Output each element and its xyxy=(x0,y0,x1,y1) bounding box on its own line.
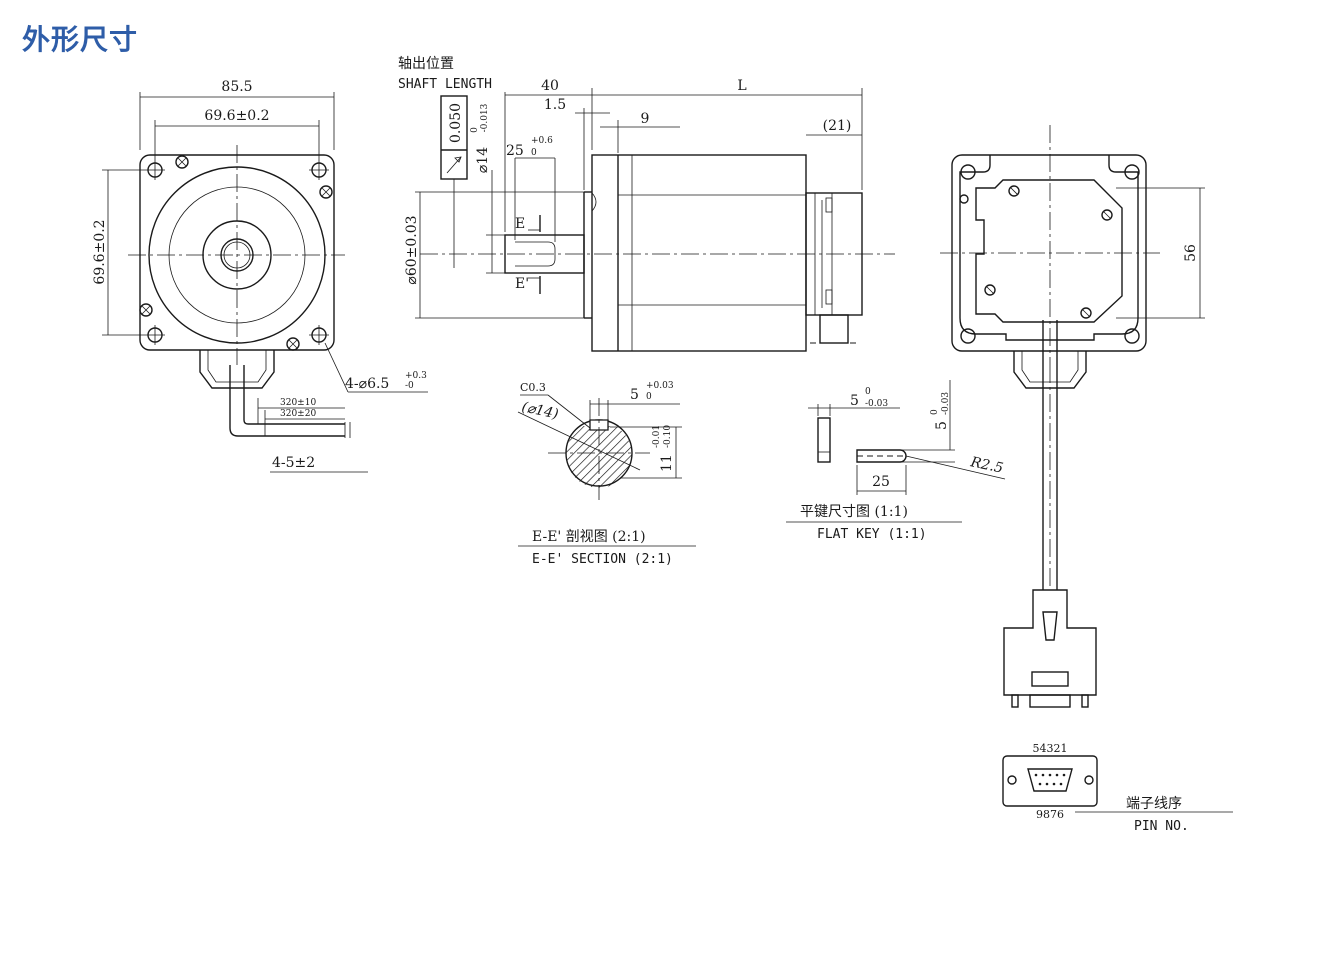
dim-strip: 4-5±2 xyxy=(272,455,315,471)
dim-width: 85.5 xyxy=(221,79,252,95)
sec-width: 5 xyxy=(630,387,639,403)
runout-value: 0.050 xyxy=(448,103,464,143)
dim-shaft-len: 40 xyxy=(541,78,559,94)
key-width-tol-lower: -0.03 xyxy=(865,399,888,409)
key-radius: R2.5 xyxy=(968,454,1004,477)
dim-shaft-dia: ⌀14 xyxy=(475,147,491,173)
key-len-tol-lower: 0 xyxy=(531,148,537,158)
dim-body-len: L xyxy=(737,78,746,94)
section-caption-cn: E-E' 剖视图 (2:1) xyxy=(532,529,646,545)
front-view: 85.5 69.6±0.2 69.6±0.2 4-⌀6.5 +0.3 -0 32… xyxy=(92,79,428,473)
connector-pins xyxy=(1034,773,1066,786)
dim-21: (21) xyxy=(823,118,852,134)
page-title: 外形尺寸 xyxy=(22,23,139,56)
flat-key-caption-en: FLAT KEY (1:1) xyxy=(817,527,927,542)
dim-9: 9 xyxy=(641,111,650,127)
key-width-tol-upper: 0 xyxy=(865,387,871,397)
dim-1-5: 1.5 xyxy=(544,97,566,113)
sec-depth-tol-lower: -0.10 xyxy=(663,425,673,448)
holes-tol-lower: -0 xyxy=(405,381,414,391)
sec-depth: 11 xyxy=(659,454,675,472)
shaft-dia-tol-upper: 0 xyxy=(470,127,480,133)
shaft-label-en: SHAFT LENGTH xyxy=(398,77,492,92)
dim-hole-spacing-v: 69.6±0.2 xyxy=(92,219,108,284)
key-height: 5 xyxy=(934,421,950,430)
dim-cable-1: 320±10 xyxy=(280,398,316,408)
rear-view: 56 xyxy=(940,125,1205,708)
connector-pinout: 54321 9876 端子线序 PIN NO. xyxy=(1002,742,1233,834)
dim-pilot: ⌀60±0.03 xyxy=(404,215,420,284)
sec-chamfer: C0.3 xyxy=(520,381,546,394)
sec-width-tol-lower: 0 xyxy=(646,392,652,402)
section-e2: E' xyxy=(515,276,529,292)
mount-holes xyxy=(145,160,329,345)
key-height-tol-upper: 0 xyxy=(930,409,940,415)
section-e: E xyxy=(515,216,525,232)
flat-key-caption-cn: 平键尺寸图 (1:1) xyxy=(800,504,908,520)
sec-depth-tol-upper: -0.01 xyxy=(652,425,662,448)
side-view: 轴出位置 SHAFT LENGTH 40 L 1 xyxy=(398,56,895,352)
dim-hole-spacing-h: 69.6±0.2 xyxy=(204,108,269,124)
dim-holes: 4-⌀6.5 xyxy=(345,376,389,392)
key-width: 5 xyxy=(850,393,859,409)
dim-cable-2: 320±20 xyxy=(280,409,316,419)
section-caption-en: E-E' SECTION (2:1) xyxy=(532,552,673,567)
section-ee: 5 +0.03 0 C0.3 (⌀14) 11 -0.01 -0.10 E-E'… xyxy=(517,381,696,567)
key-height-tol-lower: -0.03 xyxy=(941,392,951,415)
screws xyxy=(139,155,333,351)
pins-bottom: 9876 xyxy=(1036,808,1064,821)
holes-tol-upper: +0.3 xyxy=(405,371,427,381)
shaft-dia-tol-lower: -0.013 xyxy=(480,103,490,132)
shaft-label-cn: 轴出位置 xyxy=(398,56,454,72)
dim-key-len: 25 xyxy=(506,143,524,159)
rear-dim: 56 xyxy=(1183,244,1199,262)
connector-caption-cn: 端子线序 xyxy=(1126,796,1182,812)
sec-dia: (⌀14) xyxy=(520,399,560,422)
sec-width-tol-upper: +0.03 xyxy=(646,381,674,391)
flat-key: 5 0 -0.03 5 0 -0.03 R2.5 25 平键尺寸图 (1:1) … xyxy=(786,380,1006,542)
key-len-tol-upper: +0.6 xyxy=(531,136,553,146)
pins-top: 54321 xyxy=(1033,742,1068,755)
connector-caption-en: PIN NO. xyxy=(1134,819,1189,834)
key-length: 25 xyxy=(872,474,890,490)
